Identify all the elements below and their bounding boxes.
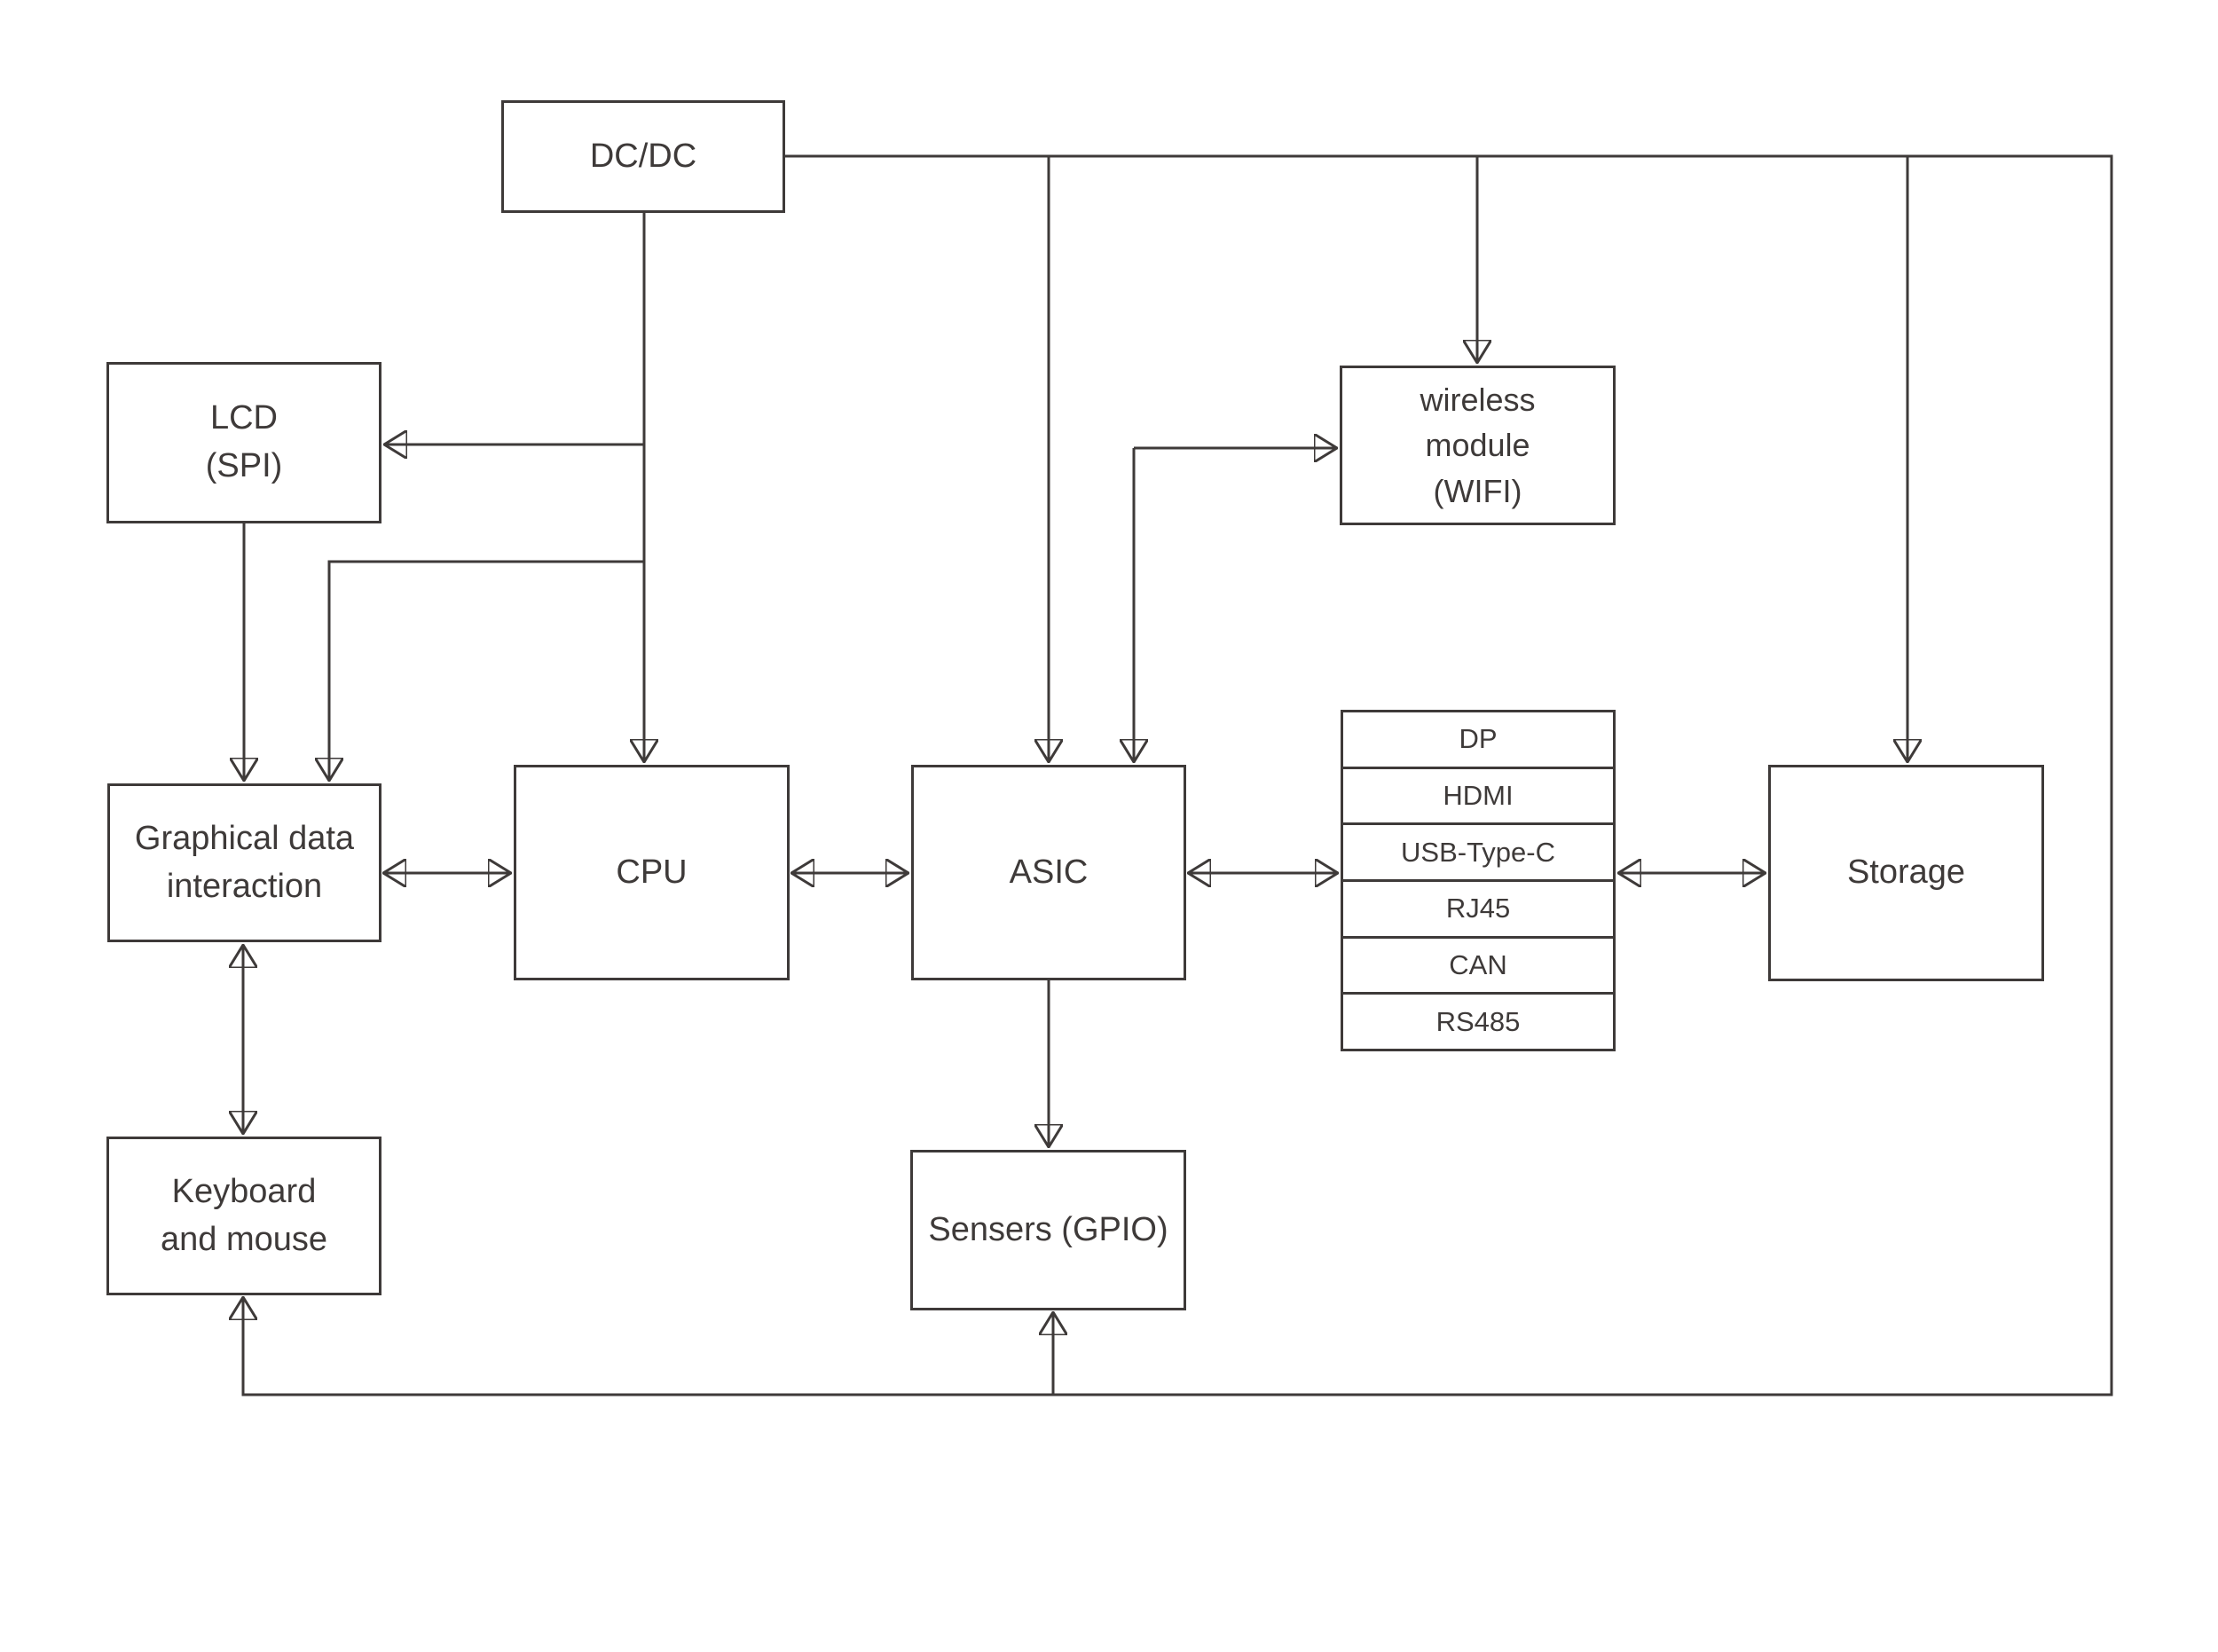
port-row-rj45: RJ45 [1343, 879, 1613, 936]
dcdc-label: DC/DC [589, 137, 697, 175]
sensors-gpio-box: Sensers (GPIO) [910, 1150, 1186, 1310]
storage-box: Storage [1768, 765, 2044, 981]
asic-box: ASIC [911, 765, 1186, 980]
port-row-dp: DP [1459, 723, 1498, 755]
connector-asic-wireless [1134, 448, 1337, 762]
port-row-usb-type-c: USB-Type-C [1343, 822, 1613, 879]
graphical-data-interaction-box: Graphical data interaction [107, 783, 381, 942]
lcd-box: LCD (SPI) [106, 362, 381, 523]
cpu-label: CPU [616, 853, 688, 891]
graphical-label-line1: Graphical data [134, 819, 355, 857]
cpu-box: CPU [514, 765, 790, 980]
wireless-label-line2: module [1425, 427, 1530, 464]
lcd-label: LCD [209, 399, 279, 437]
port-row-can: CAN [1343, 935, 1613, 993]
storage-label: Storage [1846, 854, 1966, 892]
port-row-rs485: RS485 [1343, 992, 1613, 1049]
port-row-hdmi: HDMI [1343, 766, 1613, 823]
wireless-label-line3: (WIFI) [1433, 472, 1522, 509]
dcdc-box: DC/DC [501, 100, 785, 213]
connector-dcdc-distribution [329, 213, 644, 781]
sensors-label: Sensers (GPIO) [928, 1210, 1168, 1248]
lcd-sublabel: (SPI) [205, 447, 283, 484]
port-stack: DP HDMI USB-Type-C RJ45 CAN RS485 [1341, 710, 1616, 1051]
graphical-label-line2: interaction [166, 867, 323, 905]
keyboard-label-line1: Keyboard [171, 1172, 317, 1210]
keyboard-mouse-box: Keyboard and mouse [106, 1137, 381, 1295]
connector-power-bus-loop [243, 154, 2113, 1396]
asic-label: ASIC [1009, 853, 1089, 891]
wireless-module-box: wireless module (WIFI) [1340, 366, 1616, 525]
wireless-label-line1: wireless [1420, 382, 1536, 419]
keyboard-label-line2: and mouse [160, 1220, 327, 1258]
